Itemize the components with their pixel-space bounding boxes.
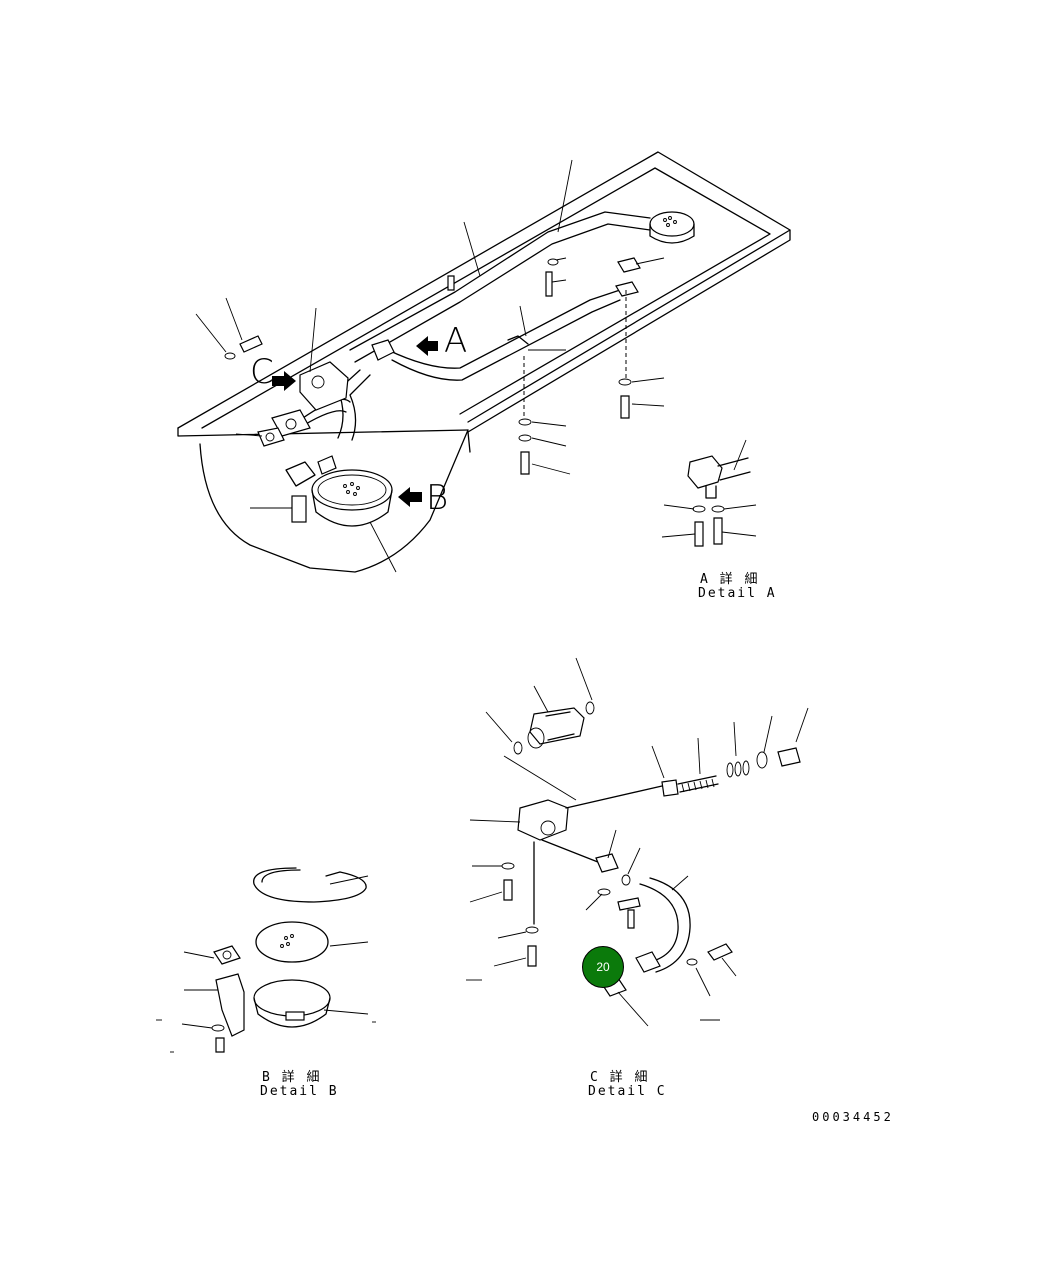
part-callout-20[interactable]: 20 xyxy=(582,946,624,988)
arrow-c-icon xyxy=(272,371,296,391)
detail-a-caption-jp: A 詳 細 xyxy=(700,572,760,587)
detail-c-caption-en: Detail C xyxy=(588,1084,667,1099)
valve-block xyxy=(257,339,395,475)
oil-pan xyxy=(177,151,791,573)
detail-b-drawing xyxy=(156,867,376,1053)
detail-a-drawing xyxy=(661,439,757,547)
leader-lines-main xyxy=(195,159,665,573)
drawing-number: 00034452 xyxy=(812,1110,894,1124)
arrow-b-icon xyxy=(398,487,422,507)
arrow-a-icon xyxy=(416,336,438,356)
arrow-label-c: C xyxy=(250,352,274,392)
detail-c-drawing xyxy=(466,657,809,1027)
detail-b-caption-en: Detail B xyxy=(260,1084,339,1099)
detail-a-caption-en: Detail A xyxy=(698,586,777,601)
main-strainer xyxy=(285,461,393,527)
arrow-label-a: A xyxy=(444,321,468,361)
arrow-label-b: B xyxy=(426,478,449,518)
bolts-main xyxy=(224,257,641,475)
strainer-cap xyxy=(649,211,695,244)
detail-b-caption-jp: B 詳 細 xyxy=(262,1070,322,1085)
detail-c-caption-jp: C 詳 細 xyxy=(590,1070,650,1085)
